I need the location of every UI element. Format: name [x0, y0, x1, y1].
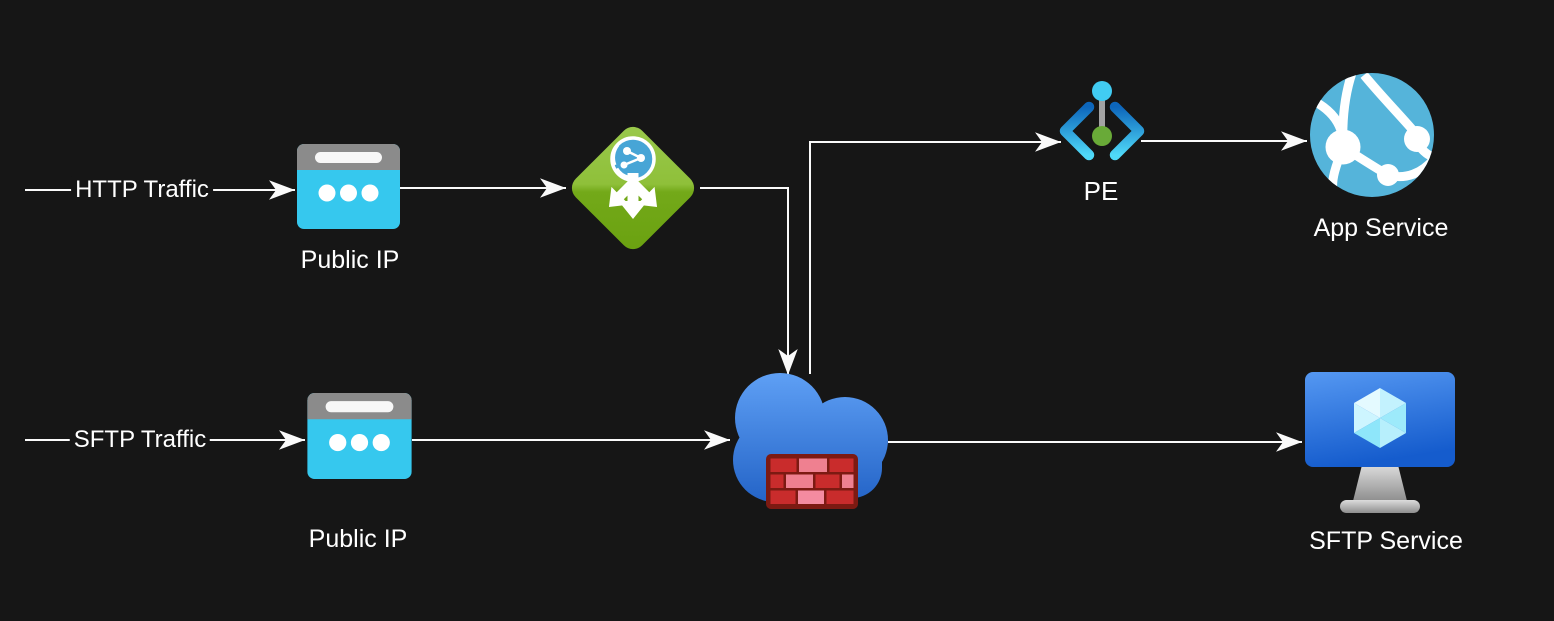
label-pe: PE	[1083, 176, 1119, 206]
label-public-ip-http: Public IP	[300, 246, 400, 274]
label-sftp-service: SFTP Service	[1309, 527, 1463, 555]
virtual-machine-monitor-icon	[1305, 372, 1455, 513]
label-public-ip-sftp: Public IP	[308, 525, 408, 553]
node-public-ip-sftp	[307, 393, 412, 484]
firewall-brick-wall-icon	[766, 454, 858, 509]
monitor-stand-icon	[1353, 465, 1407, 501]
node-sftp-service	[1300, 370, 1460, 523]
node-app-service	[1310, 73, 1434, 202]
application-gateway-icon	[571, 126, 695, 250]
node-private-endpoint	[1054, 78, 1150, 175]
label-app-service: App Service	[1313, 214, 1449, 242]
node-public-ip-http	[297, 144, 400, 234]
gateway-globe-icon	[610, 136, 656, 182]
node-application-gateway	[566, 121, 700, 260]
firewall-cloud-icon	[733, 373, 888, 509]
edge-gateway-to-firewall	[700, 187, 798, 375]
pe-bottom-dot-icon	[1092, 126, 1112, 146]
public-ip-browser-icon	[297, 144, 400, 229]
edge-firewall-to-private-endpoint	[809, 132, 1061, 374]
vm-cube-icon	[1354, 388, 1406, 448]
gateway-trident-arrows-icon	[608, 173, 658, 219]
edge-label-http-traffic: HTTP Traffic	[71, 176, 213, 204]
private-endpoint-icon	[1059, 81, 1145, 161]
app-service-globe-icon	[1310, 73, 1434, 197]
pe-top-dot-icon	[1092, 81, 1112, 101]
node-azure-firewall	[725, 368, 895, 523]
edge-label-sftp-traffic: SFTP Traffic	[69, 426, 211, 454]
public-ip-browser-icon	[307, 393, 412, 479]
